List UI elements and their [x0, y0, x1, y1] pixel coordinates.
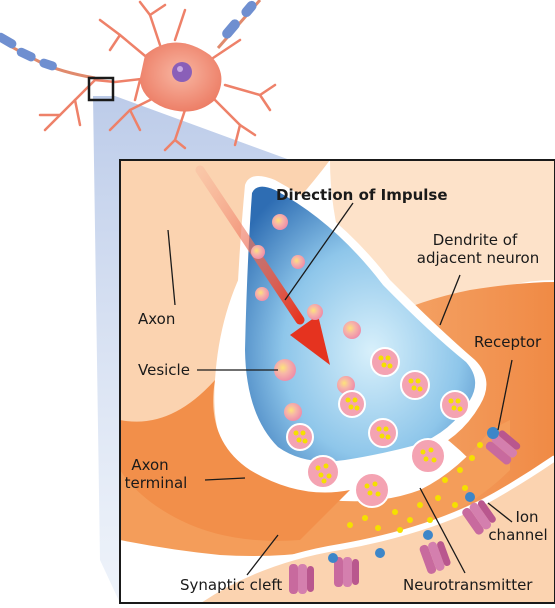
- label-axon-terminal-2: terminal: [125, 474, 188, 492]
- neuron-illustration: [0, 0, 275, 150]
- label-ion-channel-2: channel: [488, 526, 547, 544]
- label-axon-terminal-1: Axon: [131, 456, 168, 474]
- label-axon: Axon: [138, 310, 175, 328]
- label-ion-channel-1: Ion: [515, 508, 538, 526]
- label-direction: Direction of Impulse: [276, 186, 448, 204]
- label-dendrite-2: adjacent neuron: [417, 249, 539, 267]
- label-receptor: Receptor: [474, 333, 542, 351]
- label-dendrite-1: Dendrite of: [433, 231, 518, 249]
- myelin-sheath-left: [0, 31, 95, 78]
- label-neurotransmitter: Neurotransmitter: [403, 576, 533, 594]
- label-vesicle: Vesicle: [138, 361, 190, 379]
- nucleus: [172, 62, 192, 82]
- label-synaptic-cleft: Synaptic cleft: [180, 576, 282, 594]
